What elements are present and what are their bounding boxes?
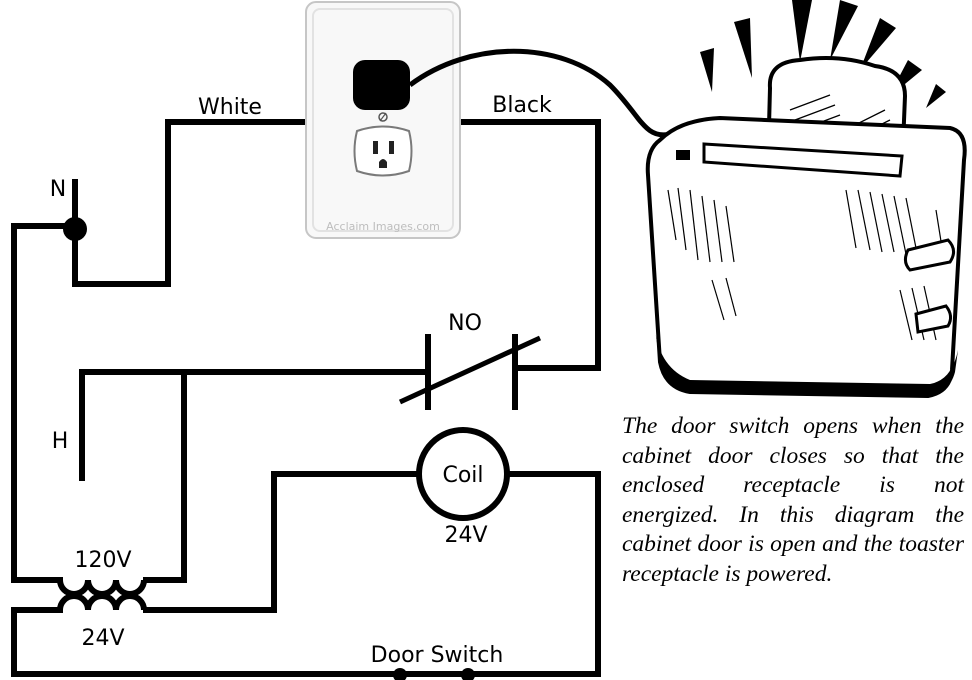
caption-text: The door switch opens when the cabinet d… [622, 413, 964, 587]
neutral-junction-dot [63, 217, 87, 241]
toaster-plug [353, 48, 671, 138]
hot-lead [79, 369, 431, 481]
wiring [11, 119, 601, 677]
coil-left-wire [143, 471, 421, 613]
excitement-marks [700, 0, 946, 108]
secondary-voltage-label: 24V [81, 626, 124, 651]
door-switch-terminal-left [393, 668, 407, 680]
duplex-receptacle-icon [353, 125, 413, 177]
coil-right-wire [465, 471, 601, 677]
normally-open-contact [398, 334, 542, 410]
relay-coil [416, 427, 510, 521]
toaster-icon [645, 0, 967, 399]
white-wire-label: White [198, 95, 262, 120]
door-switch-terminal-right [461, 668, 475, 680]
neutral-label: N [50, 177, 66, 202]
hot-label: H [52, 429, 69, 454]
door-switch-label: Door Switch [371, 643, 504, 668]
no-contact-label: NO [448, 311, 482, 336]
neutral-to-transformer-wire [11, 223, 78, 583]
black-wire-label: Black [492, 93, 552, 118]
white-wire [165, 119, 309, 287]
secondary-return-wire [11, 607, 403, 677]
transformer [57, 579, 147, 611]
watermark-text: Acclaim Images.com [326, 220, 440, 233]
coil-voltage-label: 24V [444, 523, 487, 548]
neutral-lead [72, 179, 171, 287]
outlet-plate: Acclaim Images.com [305, 1, 461, 239]
primary-voltage-label: 120V [74, 548, 131, 573]
hot-to-transformer-wire [143, 369, 187, 583]
secondary-winding [57, 593, 147, 611]
primary-winding [57, 579, 147, 597]
black-wire [457, 119, 601, 371]
coil-label: Coil [442, 463, 483, 488]
